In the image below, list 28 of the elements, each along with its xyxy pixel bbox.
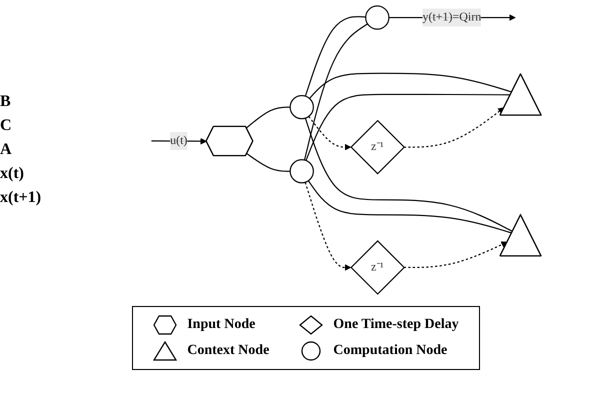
weight-label: C (0, 117, 13, 135)
connector (304, 16, 366, 96)
weight-label: x(t) (0, 165, 25, 183)
arrow (404, 242, 508, 268)
node-diamond: z⁻¹ (350, 120, 405, 174)
connector (246, 106, 290, 128)
connector (304, 118, 513, 232)
connector (246, 153, 290, 172)
node-circle (290, 94, 314, 120)
connector (308, 180, 512, 234)
arrow (404, 107, 504, 148)
legend-text: Input Node (187, 317, 256, 333)
arrow (308, 116, 352, 150)
legend-text: Computation Node (333, 343, 448, 359)
node-circle (290, 159, 314, 184)
edge-label: u(t) (170, 134, 188, 147)
legend-text: Context Node (187, 343, 270, 359)
arrow (304, 182, 352, 271)
node-circle (365, 5, 390, 30)
weight-label: x(t+1) (0, 189, 42, 207)
legend-text: One Time-step Delay (333, 317, 459, 333)
weight-label: B (0, 93, 12, 111)
weight-label: A (0, 141, 13, 159)
connector (309, 72, 512, 99)
edge-label: y(t+1)=Qirn (422, 10, 482, 24)
connector (304, 23, 368, 160)
node-diamond: z⁻¹ (350, 240, 405, 295)
connector (306, 94, 511, 161)
